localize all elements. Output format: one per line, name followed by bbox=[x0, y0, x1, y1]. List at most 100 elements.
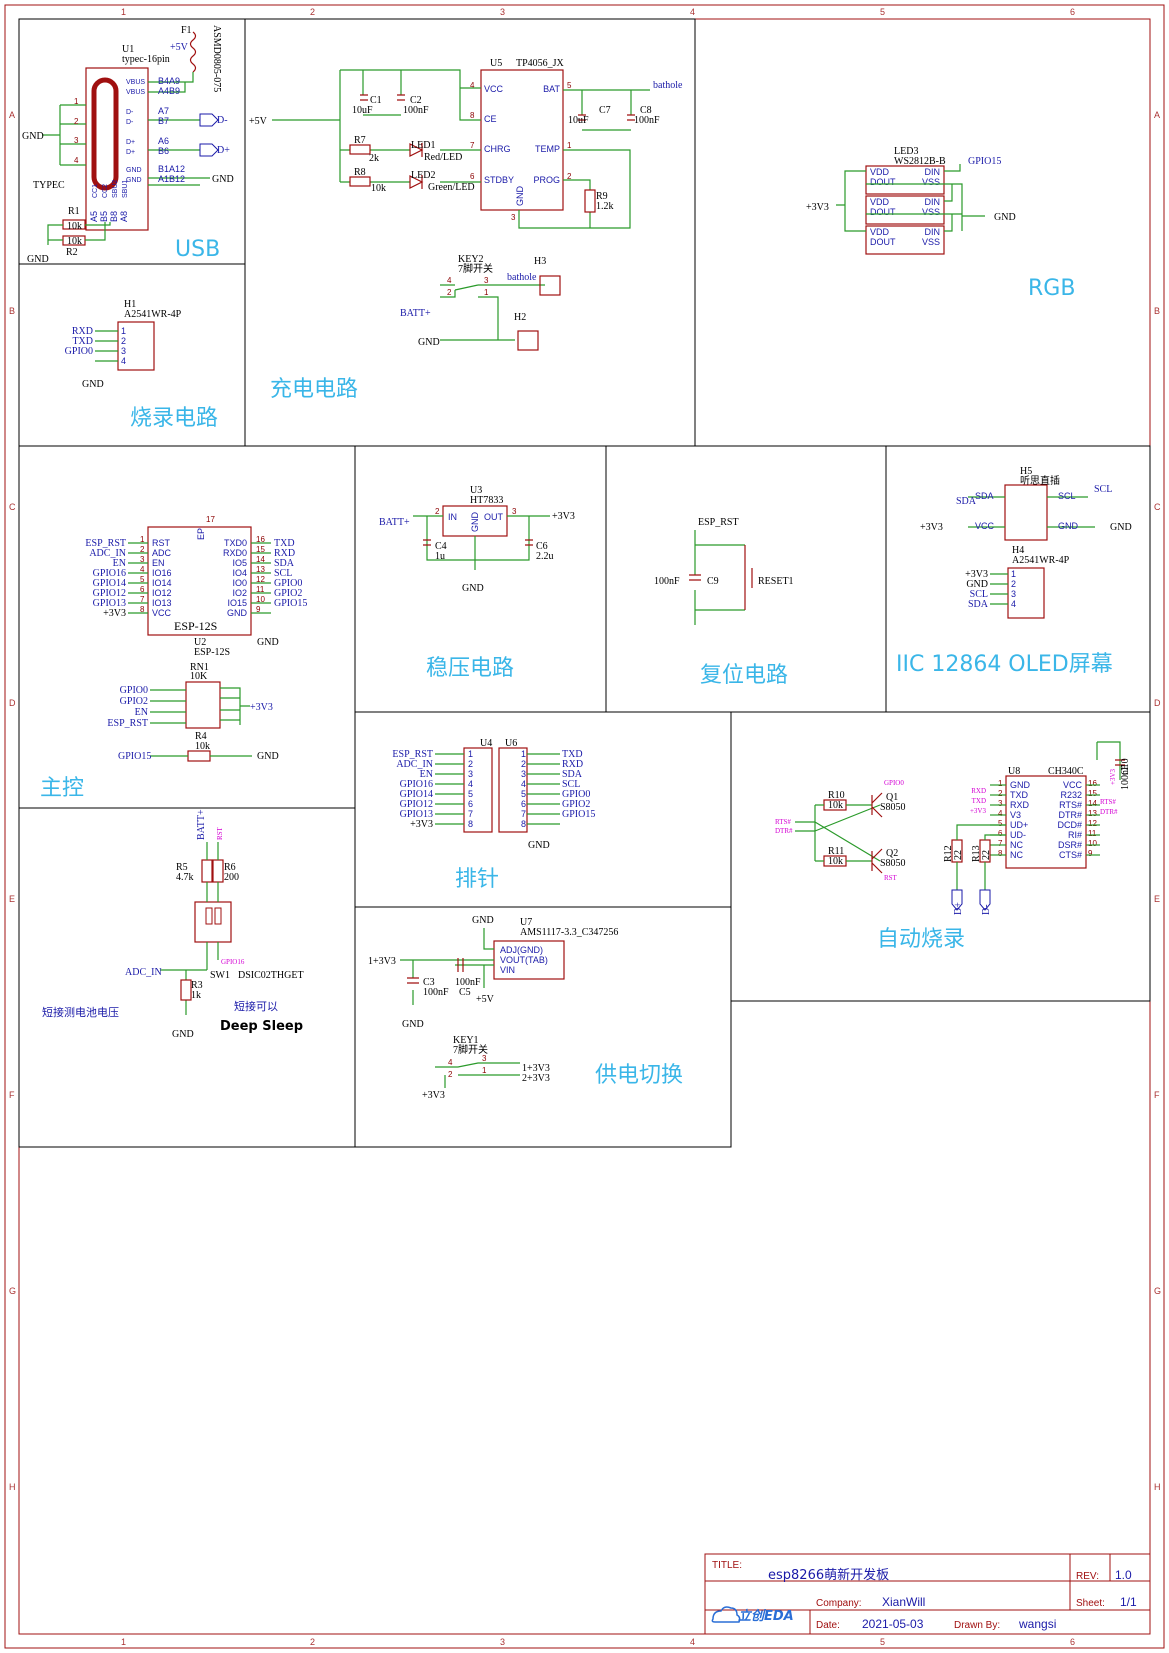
header-gnd: GND bbox=[528, 840, 550, 851]
esp12s-body bbox=[147, 526, 252, 636]
oled-section: H5 听思直插 SDA VCC SCL GND SDA SCL +3V3 GND… bbox=[920, 466, 1132, 619]
h1-value: A2541WR-4P bbox=[124, 309, 182, 320]
led3-ref: LED3 bbox=[894, 146, 918, 157]
ch340-left-net: +3V3 bbox=[970, 807, 987, 815]
ch340-right-pin: DTR# bbox=[1058, 810, 1082, 820]
h4-body bbox=[1007, 567, 1045, 619]
r3-value: 1k bbox=[191, 990, 201, 1001]
usb-wires bbox=[42, 72, 210, 186]
grid-col-top: 4 bbox=[690, 7, 695, 17]
led2-ref: LED2 bbox=[411, 170, 435, 181]
esp-left-num: 3 bbox=[140, 555, 145, 564]
u4-pin-num: 5 bbox=[468, 789, 473, 799]
grid-row-left: B bbox=[9, 306, 15, 316]
u2-value: ESP-12S bbox=[194, 647, 230, 658]
battery-wires bbox=[160, 842, 219, 1015]
u6-pin-num: 5 bbox=[521, 789, 526, 799]
usb-connector-body bbox=[85, 67, 149, 231]
grid-col-bottom: 5 bbox=[880, 1637, 885, 1647]
grid-col-bottom: 3 bbox=[500, 1637, 505, 1647]
note-deep-sleep: Deep Sleep bbox=[220, 1019, 303, 1034]
c10-value: 100nF bbox=[1120, 764, 1131, 790]
autoburn-usb-wires bbox=[956, 824, 1006, 890]
ch340-left-pin: GND bbox=[1010, 780, 1031, 790]
key1-value: 7脚开关 bbox=[453, 1043, 488, 1056]
grid-row-right: F bbox=[1154, 1090, 1160, 1100]
u4-body bbox=[463, 747, 493, 833]
u5-right-num: 5 bbox=[567, 81, 572, 90]
typec-label: TYPEC bbox=[33, 180, 65, 191]
usb-dplus-net: D+ bbox=[217, 145, 230, 156]
c8-value: 100nF bbox=[634, 115, 660, 126]
ws2812-pin: VSS bbox=[922, 237, 940, 247]
rgb-section: LED3 WS2812B-B VDDDOUTDINVSSVDDDOUTDINVS… bbox=[806, 146, 1016, 255]
burn-pin-num: 1 bbox=[121, 326, 126, 336]
u4-pin-num: 8 bbox=[468, 819, 473, 829]
usb-pin-num: A4B9 bbox=[158, 86, 180, 96]
c10-wires bbox=[1096, 741, 1121, 780]
r4-ref: R4 bbox=[195, 731, 207, 742]
usb-cc-pin-num: B8 bbox=[109, 211, 119, 222]
usb-section: U1 typec-16pin TYPEC F1 ASMD0805-075 +5V… bbox=[22, 25, 234, 265]
u6-body bbox=[498, 747, 528, 833]
u5-left-pin: CHRG bbox=[484, 144, 511, 154]
u3-in-num: 2 bbox=[435, 507, 440, 516]
reset-wires bbox=[694, 530, 745, 625]
u5-ref: U5 bbox=[490, 58, 502, 69]
ch340-right-pin: RTS# bbox=[1059, 800, 1082, 810]
esp-left-num: 8 bbox=[140, 605, 145, 614]
grid-col-bottom: 6 bbox=[1070, 1637, 1075, 1647]
ws2812-pin: DIN bbox=[925, 227, 941, 237]
led3-value: WS2812B-B bbox=[894, 156, 946, 167]
usb-dminus-net: D- bbox=[217, 115, 228, 126]
section-title-oled: IIC 12864 OLED屏幕 bbox=[896, 652, 1113, 677]
esp-right-pin: IO2 bbox=[232, 588, 247, 598]
reset-button-symbol bbox=[744, 545, 753, 610]
esp-left-pin: IO14 bbox=[152, 578, 172, 588]
usb-pin-num: B1A12 bbox=[158, 164, 185, 174]
esp-right-pin: RXD0 bbox=[223, 548, 247, 558]
ch340-right-num: 12 bbox=[1088, 819, 1097, 828]
header-left-net: GPIO14 bbox=[400, 789, 433, 800]
battery-adc-net: ADC_IN bbox=[125, 967, 162, 978]
h4-net: SCL bbox=[970, 589, 988, 600]
c5-ref: C5 bbox=[459, 987, 471, 998]
u6-pin-num: 7 bbox=[521, 809, 526, 819]
h4-value: A2541WR-4P bbox=[1012, 555, 1070, 566]
eda-logo-text: 立创EDA bbox=[738, 1608, 794, 1624]
h5-scl-pin: SCL bbox=[1058, 491, 1076, 501]
c3-c5-symbols bbox=[407, 958, 464, 984]
u5-left-pin: CE bbox=[484, 114, 497, 124]
r3-ref: R3 bbox=[191, 980, 203, 991]
usb-pin-name: VBUS bbox=[126, 79, 145, 86]
esp-right-num: 14 bbox=[256, 555, 265, 564]
esp-left-pin: VCC bbox=[152, 608, 172, 618]
ch340-left-pin: NC bbox=[1010, 850, 1023, 860]
regulator-3v3-net: +3V3 bbox=[552, 511, 575, 522]
section-borders bbox=[18, 18, 1151, 1148]
section-title-header: 排针 bbox=[455, 867, 499, 892]
ws2812-body bbox=[865, 165, 945, 195]
ch340-right-pin: VCC bbox=[1063, 780, 1083, 790]
header-left-net: +3V3 bbox=[410, 819, 433, 830]
r10-value: 10k bbox=[828, 800, 843, 811]
u5-left-num: 7 bbox=[470, 141, 475, 150]
h4-pin-num: 3 bbox=[1011, 589, 1016, 599]
led1-ref: LED1 bbox=[411, 140, 435, 151]
section-title-reset: 复位电路 bbox=[700, 663, 788, 688]
r4-gnd: GND bbox=[257, 751, 279, 762]
grid-row-left: F bbox=[9, 1090, 15, 1100]
header-left-net: EN bbox=[420, 769, 433, 780]
grid-col-bottom: 4 bbox=[690, 1637, 695, 1647]
c10-symbol bbox=[1115, 759, 1125, 766]
usb-data-ports bbox=[199, 113, 219, 157]
usb-pin-name: GND bbox=[126, 167, 142, 174]
drawn-value: wangsi bbox=[1018, 1617, 1056, 1631]
ch340-right-num: 15 bbox=[1088, 789, 1097, 798]
q1-ref: Q1 bbox=[886, 792, 898, 803]
date-label: Date: bbox=[816, 1620, 840, 1631]
led1-led2-symbols bbox=[409, 143, 424, 189]
